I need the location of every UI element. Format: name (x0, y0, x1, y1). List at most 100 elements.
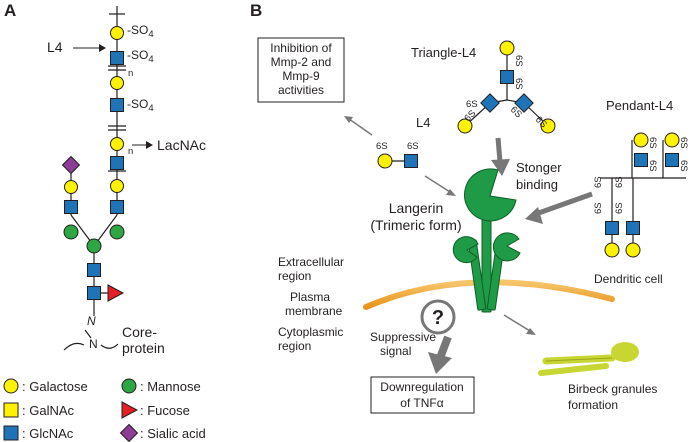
six-s-label: 6S (614, 176, 625, 188)
galactose-symbol (625, 242, 641, 258)
glcnac-symbol (110, 156, 124, 170)
galactose-symbol (110, 26, 124, 40)
glcnac-symbol (480, 93, 500, 113)
legend: : Galactose : GalNAc : GlcNAc : Mannose … (3, 378, 206, 442)
dendritic-cell-label: Dendritic cell (594, 272, 663, 286)
six-s-label: 6S (376, 141, 388, 152)
asn-bond-2 (84, 329, 92, 339)
extracellular-label-2: region (278, 269, 311, 283)
arrow-to-downregulation (436, 335, 452, 360)
galactose-symbol (604, 242, 620, 258)
glcnac-symbol (634, 153, 648, 167)
birbeck-rod-outline (545, 357, 613, 362)
legend-galactose-icon (3, 378, 19, 394)
galactose-symbol (110, 179, 124, 193)
six-s-label: 6S (513, 55, 524, 67)
l4-small-label: L4 (416, 115, 430, 130)
six-s-label: 6S (593, 202, 604, 214)
galactose-symbol (664, 132, 680, 148)
glcnac-symbol (110, 98, 124, 112)
protein-backbone-right (100, 343, 119, 349)
glcnac-symbol (500, 70, 514, 84)
six-s-label: 6S (678, 137, 689, 149)
fucose-symbol (107, 284, 125, 302)
galactose-symbol (540, 118, 556, 134)
legend-sialic-icon (119, 423, 139, 442)
mannose-symbol (86, 238, 102, 254)
glcnac-symbol (404, 154, 418, 168)
arrow-to-birbeck (503, 314, 531, 332)
legend-mannose: : Mannose (140, 379, 201, 394)
arrow-triangle-to-langerin-head (491, 159, 510, 176)
six-s-label: 6S (513, 78, 524, 90)
lacnac-label: LacNAc (157, 137, 206, 153)
galactose-symbol (499, 40, 515, 56)
so4-label-1: -SO4 (127, 23, 154, 40)
birbeck-granules (538, 342, 639, 376)
extracellular-label-1: Extracellular (278, 255, 344, 269)
arrow-to-inhibition-head (344, 116, 353, 123)
stronger-binding-line-2: binding (516, 177, 558, 192)
arrow-to-birbeck-head (526, 328, 536, 335)
panel-a-label: A (4, 1, 16, 20)
galactose-symbol (64, 180, 78, 194)
six-s-label: 6S (647, 160, 658, 172)
inhibition-line-3: Mmp-9 (282, 69, 320, 83)
langerin-crd-right (492, 232, 521, 262)
glcnac-symbol (605, 221, 619, 235)
glcnac-symbol (87, 286, 101, 300)
inhibition-line-4: activities (278, 83, 324, 97)
protein-backbone-left (63, 342, 85, 351)
repeat-n-2: n (128, 146, 133, 157)
question-icon (420, 299, 456, 335)
arrow-triangle-to-langerin (495, 137, 503, 163)
question-mark: ? (432, 307, 444, 329)
suppressive-label-1: Suppressive (370, 330, 436, 344)
langerin-crd-left (452, 236, 479, 264)
galactose-symbol (377, 153, 393, 169)
panel-b-label: B (250, 1, 262, 20)
inhibition-line-2: Mmp-2 and (271, 55, 332, 69)
arrow-to-inhibition (348, 118, 373, 136)
galactose-symbol (633, 132, 649, 148)
cytoplasmic-label-1: Cytoplasmic (278, 325, 343, 339)
pendant-l4-glycan: 6S 6S 6S 6S 6S 6S 6S 6S (593, 132, 689, 258)
so4-label-2: -SO4 (127, 48, 154, 65)
glcnac-symbol (87, 263, 101, 277)
suppressive-label-2: signal (380, 344, 411, 358)
inhibition-line-1: Inhibition of (270, 41, 332, 55)
arrow-l4-to-langerin (424, 175, 451, 193)
triangle-l4-label: Triangle-L4 (411, 45, 476, 60)
n-atom-label: N (87, 314, 96, 328)
n-atom-label-2: N (89, 337, 98, 351)
glcnac-symbol (514, 93, 534, 113)
glcnac-symbol (665, 153, 679, 167)
legend-glcnac-icon (3, 425, 19, 441)
legend-sialic: : Sialic acid (140, 426, 206, 441)
legend-galnac: : GalNAc (22, 403, 75, 418)
mannose-symbol (63, 224, 79, 240)
downregulation-line-2: of TNFα (400, 396, 443, 410)
sialic-acid-symbol (61, 155, 81, 175)
galactose-symbol (457, 118, 473, 134)
core-protein-label-2: protein (122, 340, 165, 356)
inhibition-box (257, 37, 345, 103)
six-s-label: 6S (466, 99, 478, 110)
plasma-label-1: Plasma (290, 290, 330, 304)
panel-b: B Inhibition of Mmp-2 and Mmp-9 activiti… (250, 1, 689, 414)
core-protein-label-1: Core- (122, 324, 157, 340)
plasma-label-2: membrane (285, 304, 343, 318)
galactose-symbol (110, 76, 124, 90)
birbeck-bulb (611, 342, 639, 362)
lacnac-arrowhead (146, 141, 153, 149)
glcnac-symbol (64, 200, 78, 214)
langerin-trimer (452, 168, 521, 313)
galactose-symbol (110, 137, 124, 151)
legend-glcnac: : GlcNAc (22, 426, 74, 441)
legend-fucose: : Fucose (140, 403, 190, 418)
legend-galactose: : Galactose (22, 379, 88, 394)
l4-label: L4 (47, 39, 63, 55)
cytoplasmic-label-2: region (278, 339, 311, 353)
glcnac-symbol (626, 221, 640, 235)
